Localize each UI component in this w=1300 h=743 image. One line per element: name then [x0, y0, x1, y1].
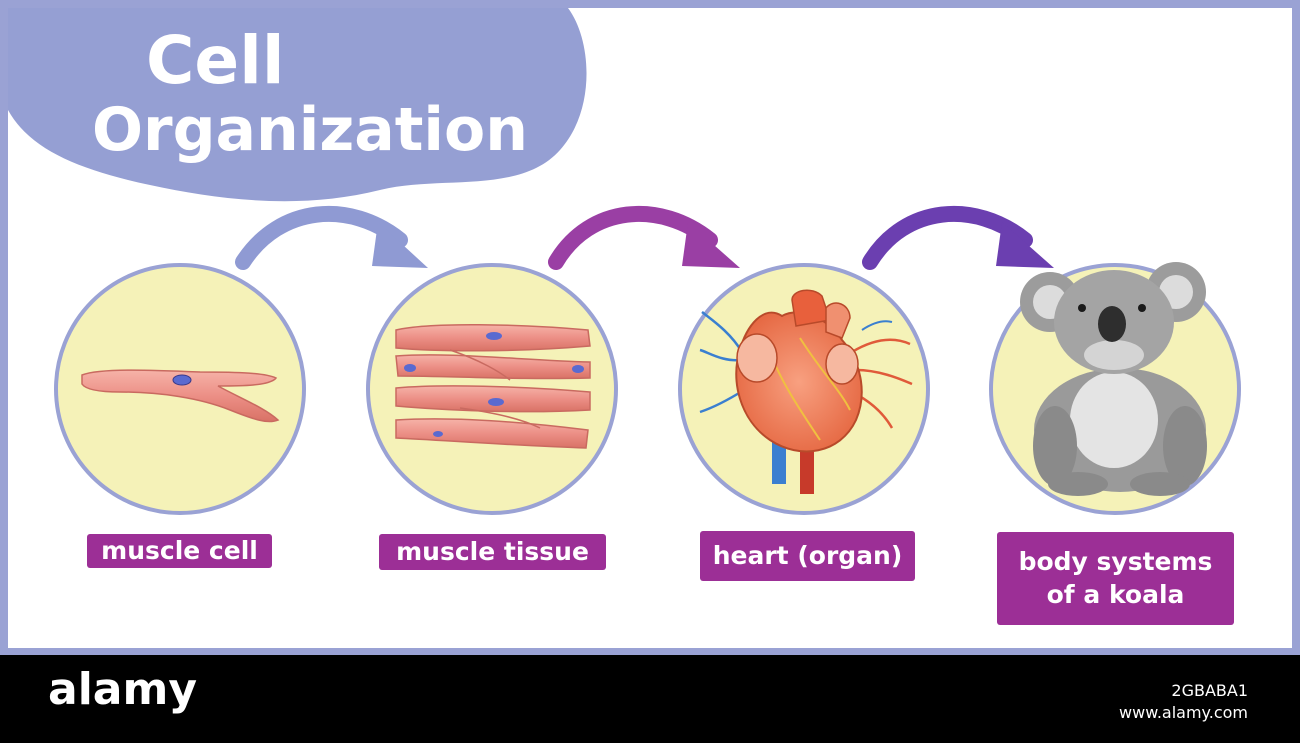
label-body-systems: body systems of a koala	[997, 532, 1234, 625]
label-heart-organ: heart (organ)	[700, 531, 915, 581]
label-body-systems-line-1: body systems	[1018, 547, 1213, 576]
title-line-1: Cell	[146, 22, 285, 99]
alamy-logo: alamy	[48, 664, 197, 715]
diagram-artwork	[8, 8, 1241, 515]
muscle-cell-illustration	[81, 369, 280, 423]
label-body-systems-line-2: of a koala	[1046, 579, 1185, 609]
watermark-footer	[0, 655, 1300, 743]
image-id: 2GBABA1	[1171, 681, 1248, 700]
arrowhead-1	[372, 222, 428, 268]
label-muscle-cell: muscle cell	[87, 534, 272, 568]
title-blob	[8, 8, 587, 202]
title-line-2: Organization	[92, 95, 528, 165]
image-id-block: 2GBABA1 www.alamy.com	[1119, 680, 1248, 725]
muscle-tissue-illustration	[395, 324, 591, 449]
site-url: www.alamy.com	[1119, 703, 1248, 723]
heart-illustration	[699, 289, 913, 494]
koala-illustration	[1020, 262, 1207, 496]
arrowhead-2	[682, 222, 740, 268]
arrowhead-3	[996, 222, 1054, 268]
label-muscle-tissue: muscle tissue	[379, 534, 606, 570]
